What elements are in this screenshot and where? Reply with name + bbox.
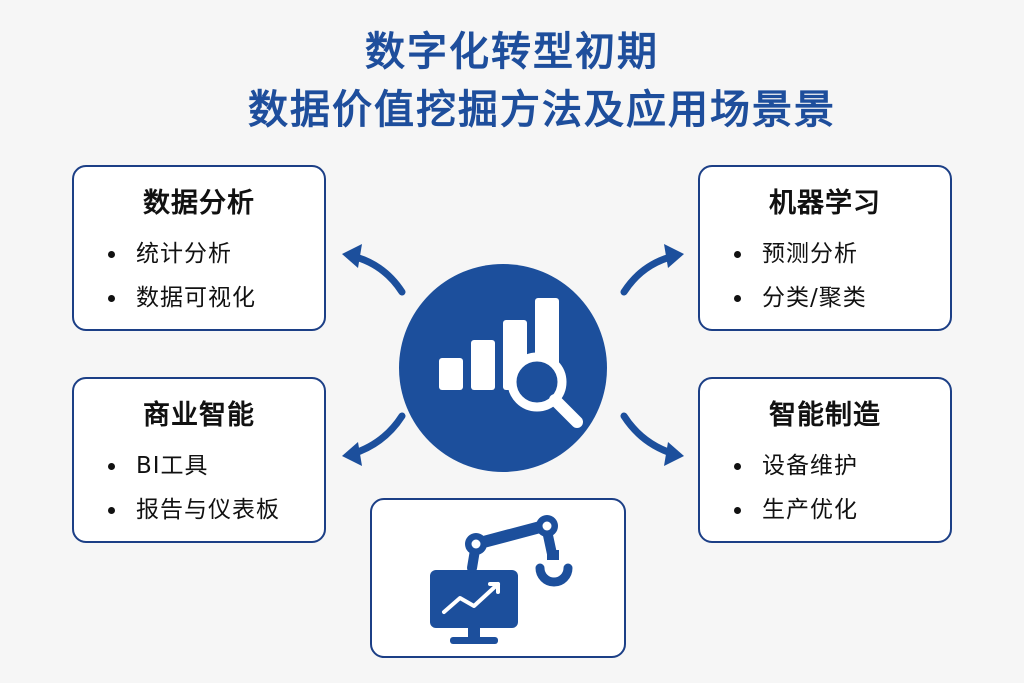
card-list-machine-learning: 预测分析 分类/聚类 (700, 232, 950, 320)
arrow-to-smart-manufacturing-icon (620, 412, 684, 466)
bar-chart-magnifier-icon (439, 298, 583, 428)
center-circle (399, 264, 607, 472)
list-item: 统计分析 (108, 232, 324, 276)
robot-arm-monitor-icon (430, 515, 573, 644)
list-item: 预测分析 (734, 232, 950, 276)
card-title-smart-manufacturing: 智能制造 (769, 400, 881, 431)
list-item: 设备维护 (734, 444, 950, 488)
list-item: BI工具 (108, 444, 324, 488)
card-robot-monitor (370, 498, 626, 658)
arrow-to-data-analysis-icon (342, 244, 406, 296)
card-list-business-intelligence: BI工具 报告与仪表板 (74, 444, 324, 532)
card-title-machine-learning: 机器学习 (769, 188, 881, 219)
list-item: 报告与仪表板 (108, 488, 324, 532)
card-business-intelligence: 商业智能 BI工具 报告与仪表板 (72, 377, 326, 543)
card-list-smart-manufacturing: 设备维护 生产优化 (700, 444, 950, 532)
card-title-business-intelligence: 商业智能 (143, 400, 255, 431)
list-item: 生产优化 (734, 488, 950, 532)
card-title-data-analysis: 数据分析 (143, 188, 255, 219)
list-item: 分类/聚类 (734, 276, 950, 320)
list-item: 数据可视化 (108, 276, 324, 320)
card-list-data-analysis: 统计分析 数据可视化 (74, 232, 324, 320)
card-data-analysis: 数据分析 统计分析 数据可视化 (72, 165, 326, 331)
arrow-to-business-intelligence-icon (342, 412, 406, 466)
card-smart-manufacturing: 智能制造 设备维护 生产优化 (698, 377, 952, 543)
page-title-line-1: 数字化转型初期 (365, 29, 659, 75)
card-machine-learning: 机器学习 预测分析 分类/聚类 (698, 165, 952, 331)
arrow-to-machine-learning-icon (620, 244, 684, 296)
page-title-line-2: 数据价值挖掘方法及应用场景景 (248, 87, 836, 133)
